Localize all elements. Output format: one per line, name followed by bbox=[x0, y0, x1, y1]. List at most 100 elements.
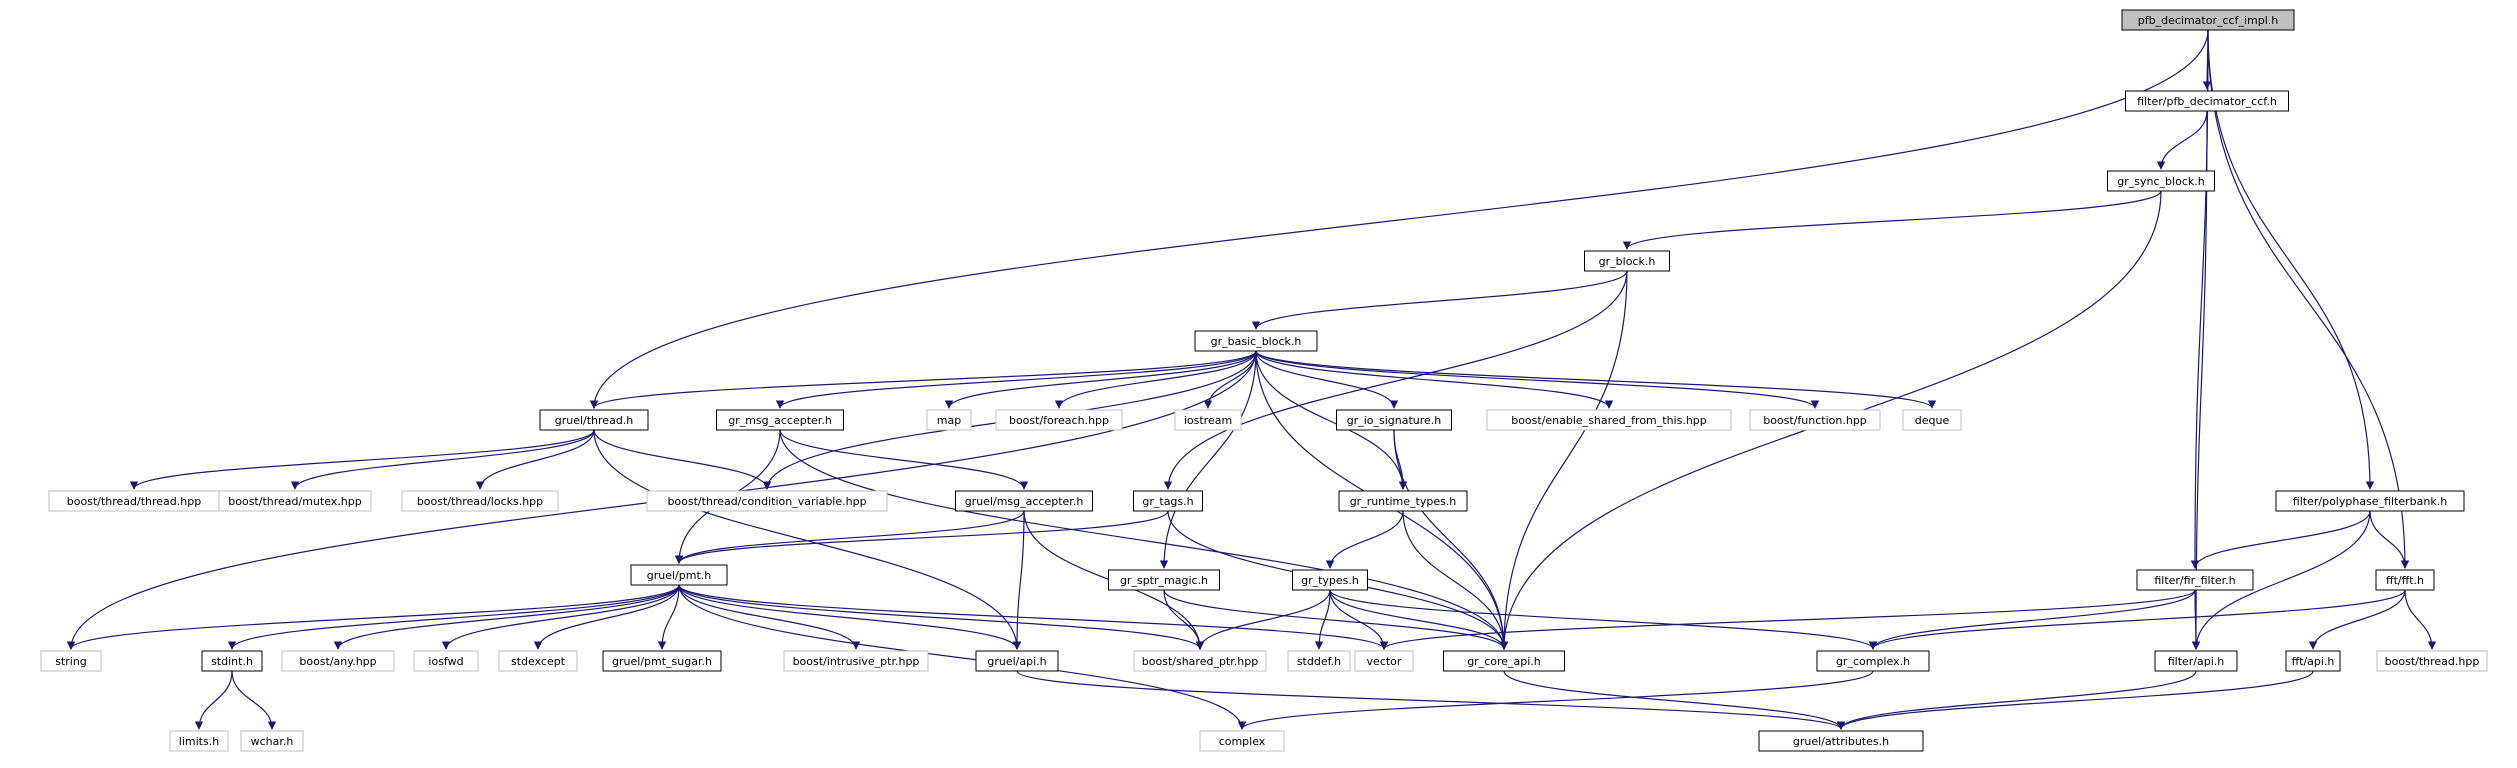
node-n43[interactable]: limits.h bbox=[169, 730, 229, 752]
node-n21[interactable]: filter/polyphase_filterbank.h bbox=[2275, 490, 2465, 512]
node-n10[interactable]: gr_io_signature.h bbox=[1336, 409, 1452, 431]
node-box[interactable] bbox=[2107, 170, 2215, 192]
edge-n38-n46 bbox=[1503, 670, 1846, 730]
node-n40[interactable]: filter/api.h bbox=[2154, 650, 2238, 672]
node-box[interactable] bbox=[716, 409, 844, 431]
node-box[interactable] bbox=[1584, 250, 1670, 272]
node-n15[interactable]: boost/thread/mutex.hpp bbox=[218, 490, 372, 512]
node-box[interactable] bbox=[2136, 569, 2254, 591]
node-n6[interactable]: gr_msg_accepter.h bbox=[716, 409, 844, 431]
node-n27[interactable]: string bbox=[40, 650, 102, 672]
node-box[interactable] bbox=[40, 650, 102, 672]
node-box[interactable] bbox=[2154, 650, 2238, 672]
node-box[interactable] bbox=[413, 650, 479, 672]
node-label: limits.h bbox=[179, 735, 219, 748]
node-box[interactable] bbox=[646, 490, 888, 512]
node-box[interactable] bbox=[1287, 650, 1351, 672]
node-n30[interactable]: iosfwd bbox=[413, 650, 479, 672]
node-n41[interactable]: fft/api.h bbox=[2285, 650, 2341, 672]
node-n13[interactable]: deque bbox=[1902, 409, 1962, 431]
node-n37[interactable]: vector bbox=[1354, 650, 1414, 672]
node-box[interactable] bbox=[1338, 490, 1468, 512]
node-box[interactable] bbox=[539, 409, 649, 431]
node-n44[interactable]: wchar.h bbox=[240, 730, 304, 752]
node-box[interactable] bbox=[995, 409, 1123, 431]
node-n12[interactable]: boost/function.hpp bbox=[1749, 409, 1881, 431]
node-n32[interactable]: gruel/pmt_sugar.h bbox=[602, 650, 722, 672]
node-box[interactable] bbox=[1292, 569, 1368, 591]
node-n29[interactable]: boost/any.hpp bbox=[281, 650, 395, 672]
node-n8[interactable]: boost/foreach.hpp bbox=[995, 409, 1123, 431]
node-n7[interactable]: map bbox=[926, 409, 972, 431]
node-n24[interactable]: gr_types.h bbox=[1292, 569, 1368, 591]
node-n42[interactable]: boost/thread.hpp bbox=[2376, 650, 2488, 672]
node-n2[interactable]: gr_sync_block.h bbox=[2107, 170, 2215, 192]
node-box[interactable] bbox=[1486, 409, 1732, 431]
node-n25[interactable]: filter/fir_filter.h bbox=[2136, 569, 2254, 591]
node-n45[interactable]: complex bbox=[1199, 730, 1285, 752]
node-box[interactable] bbox=[281, 650, 395, 672]
node-box[interactable] bbox=[218, 490, 372, 512]
node-n26[interactable]: fft/fft.h bbox=[2375, 569, 2435, 591]
node-n18[interactable]: gruel/msg_accepter.h bbox=[955, 490, 1093, 512]
node-n17[interactable]: boost/thread/condition_variable.hpp bbox=[646, 490, 888, 512]
node-n1[interactable]: filter/pfb_decimator_ccf.h bbox=[2125, 90, 2289, 112]
node-n46[interactable]: gruel/attributes.h bbox=[1758, 730, 1924, 752]
node-box[interactable] bbox=[240, 730, 304, 752]
node-box[interactable] bbox=[2275, 490, 2465, 512]
node-box[interactable] bbox=[498, 650, 578, 672]
node-n28[interactable]: stdint.h bbox=[201, 650, 263, 672]
node-box[interactable] bbox=[169, 730, 229, 752]
node-n23[interactable]: gr_sptr_magic.h bbox=[1108, 569, 1220, 591]
node-n16[interactable]: boost/thread/locks.hpp bbox=[401, 490, 559, 512]
node-box[interactable] bbox=[2121, 9, 2295, 31]
node-n38[interactable]: gr_core_api.h bbox=[1443, 650, 1565, 672]
node-box[interactable] bbox=[975, 650, 1059, 672]
node-box[interactable] bbox=[2376, 650, 2488, 672]
node-box[interactable] bbox=[1133, 490, 1203, 512]
node-box[interactable] bbox=[1749, 409, 1881, 431]
node-n9[interactable]: iostream bbox=[1174, 409, 1242, 431]
node-box[interactable] bbox=[1443, 650, 1565, 672]
node-n36[interactable]: stddef.h bbox=[1287, 650, 1351, 672]
node-n14[interactable]: boost/thread/thread.hpp bbox=[48, 490, 220, 512]
node-n20[interactable]: gr_runtime_types.h bbox=[1338, 490, 1468, 512]
edge-n5-n16 bbox=[475, 429, 595, 490]
node-n0[interactable]: pfb_decimator_ccf_impl.h bbox=[2121, 9, 2295, 31]
node-box[interactable] bbox=[1108, 569, 1220, 591]
node-box[interactable] bbox=[1758, 730, 1924, 752]
node-n31[interactable]: stdexcept bbox=[498, 650, 578, 672]
node-box[interactable] bbox=[1902, 409, 1962, 431]
node-box[interactable] bbox=[1199, 730, 1285, 752]
node-box[interactable] bbox=[602, 650, 722, 672]
node-box[interactable] bbox=[1816, 650, 1930, 672]
node-n11[interactable]: boost/enable_shared_from_this.hpp bbox=[1486, 409, 1732, 431]
node-box[interactable] bbox=[2285, 650, 2341, 672]
node-box[interactable] bbox=[2125, 90, 2289, 112]
node-label: gr_msg_accepter.h bbox=[728, 414, 832, 427]
node-n34[interactable]: gruel/api.h bbox=[975, 650, 1059, 672]
node-box[interactable] bbox=[1174, 409, 1242, 431]
node-box[interactable] bbox=[2375, 569, 2435, 591]
node-box[interactable] bbox=[401, 490, 559, 512]
node-box[interactable] bbox=[1194, 330, 1318, 352]
edge-n5-n15 bbox=[290, 429, 595, 490]
node-n4[interactable]: gr_basic_block.h bbox=[1194, 330, 1318, 352]
edge-n22-n30 bbox=[441, 584, 680, 650]
node-box[interactable] bbox=[1354, 650, 1414, 672]
node-box[interactable] bbox=[783, 650, 929, 672]
node-box[interactable] bbox=[926, 409, 972, 431]
node-box[interactable] bbox=[630, 564, 728, 586]
edge-n34-n46 bbox=[1016, 670, 1845, 730]
node-n33[interactable]: boost/intrusive_ptr.hpp bbox=[783, 650, 929, 672]
node-n3[interactable]: gr_block.h bbox=[1584, 250, 1670, 272]
node-n22[interactable]: gruel/pmt.h bbox=[630, 564, 728, 586]
node-n5[interactable]: gruel/thread.h bbox=[539, 409, 649, 431]
node-box[interactable] bbox=[201, 650, 263, 672]
node-box[interactable] bbox=[955, 490, 1093, 512]
node-n35[interactable]: boost/shared_ptr.hpp bbox=[1133, 650, 1267, 672]
node-box[interactable] bbox=[1133, 650, 1267, 672]
node-box[interactable] bbox=[1336, 409, 1452, 431]
node-n19[interactable]: gr_tags.h bbox=[1133, 490, 1203, 512]
node-n39[interactable]: gr_complex.h bbox=[1816, 650, 1930, 672]
